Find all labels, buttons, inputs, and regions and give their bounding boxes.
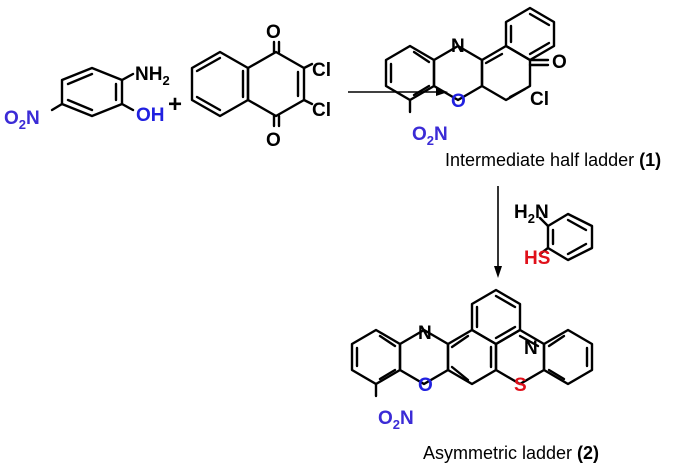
nitro-benzo-ring	[384, 44, 436, 102]
aminothiophenol-structure: H2N HS	[514, 202, 594, 269]
carbonyl-o-top: O	[266, 22, 281, 43]
n-label: N	[451, 36, 465, 57]
s-label: S	[514, 375, 527, 396]
no2-label: O2N	[378, 408, 414, 432]
o-label: O	[418, 375, 433, 396]
cl-label-top: Cl	[312, 60, 331, 81]
benzo-ring	[190, 50, 250, 118]
no2-label: O2N	[4, 108, 40, 132]
cl-label: Cl	[530, 89, 549, 110]
n-label-right: N	[524, 338, 538, 359]
quinone-ring	[480, 44, 532, 102]
aminonitrophenol-structure: NH2 OH O2N	[4, 64, 170, 132]
hs-label: HS	[524, 248, 550, 269]
oh-label: OH	[136, 105, 165, 126]
quinone-ring	[246, 50, 306, 118]
carbonyl-o-label: O	[552, 52, 567, 73]
h2n-label: H2N	[514, 202, 549, 226]
right-benzo-ring	[542, 328, 594, 386]
intermediate-half-ladder-structure: N O O Cl O2N	[384, 6, 567, 148]
o-label: O	[451, 91, 466, 112]
top-benzo-ring	[470, 288, 522, 346]
nh2-label: NH2	[135, 64, 170, 88]
reaction-arrow-vertical	[494, 186, 502, 278]
n-label-left: N	[418, 323, 432, 344]
no2-label: O2N	[412, 124, 448, 148]
cl-label-bottom: Cl	[312, 100, 331, 121]
intermediate-caption: Intermediate half ladder (1)	[445, 150, 661, 170]
asymmetric-ladder-structure: N O S N O2N	[350, 288, 594, 432]
asymmetric-ladder-caption: Asymmetric ladder (2)	[423, 443, 599, 463]
nitro-benzo-ring	[350, 328, 402, 386]
top-benzo-ring	[504, 6, 556, 62]
plus-sign: +	[168, 91, 182, 118]
dichloronaphthoquinone-structure: O O Cl Cl	[190, 22, 331, 151]
carbonyl-o-bottom: O	[266, 130, 281, 151]
central-ring	[446, 328, 498, 386]
